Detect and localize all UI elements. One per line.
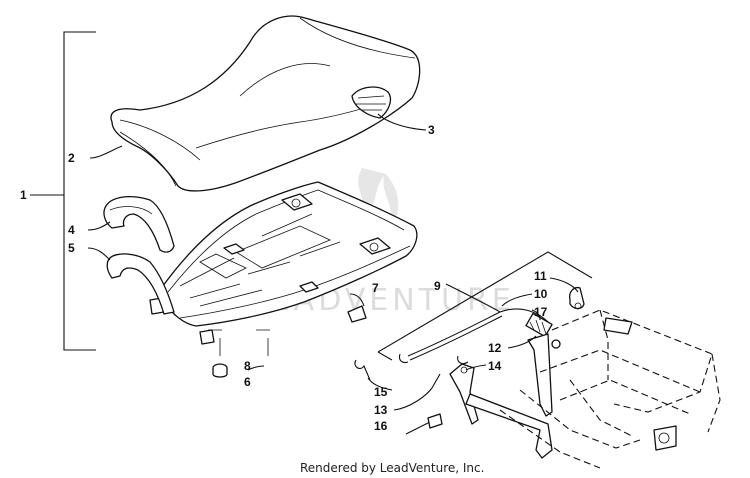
side-rail — [106, 253, 175, 315]
seat-base — [149, 181, 418, 345]
label-part-10: 10 — [534, 287, 548, 301]
latch-assembly — [354, 251, 721, 469]
part-labels: 1 2 3 4 5 6 7 8 9 10 11 12 13 14 15 16 1… — [20, 123, 548, 433]
leader-lines — [87, 113, 579, 411]
footer-credit: Rendered by LeadVenture, Inc. — [300, 461, 484, 475]
label-part-4: 4 — [68, 223, 75, 237]
label-part-2: 2 — [68, 151, 75, 165]
assembly-bracket — [30, 31, 96, 351]
label-part-6: 6 — [244, 375, 251, 389]
label-part-17: 17 — [534, 305, 548, 319]
label-part-15: 15 — [374, 385, 388, 399]
label-part-3: 3 — [428, 123, 435, 137]
bumper-assembly — [208, 329, 270, 378]
label-part-11: 11 — [534, 269, 547, 283]
label-part-9: 9 — [434, 279, 441, 293]
label-part-5: 5 — [68, 241, 75, 255]
label-part-8: 8 — [244, 359, 251, 373]
grab-handle — [103, 195, 175, 253]
label-part-16: 16 — [374, 419, 388, 433]
label-part-1: 1 — [20, 188, 27, 202]
seat-cushion — [110, 15, 421, 192]
label-part-12: 12 — [488, 341, 502, 355]
label-part-14: 14 — [488, 359, 502, 373]
label-part-7: 7 — [372, 281, 379, 295]
label-part-13: 13 — [374, 403, 388, 417]
